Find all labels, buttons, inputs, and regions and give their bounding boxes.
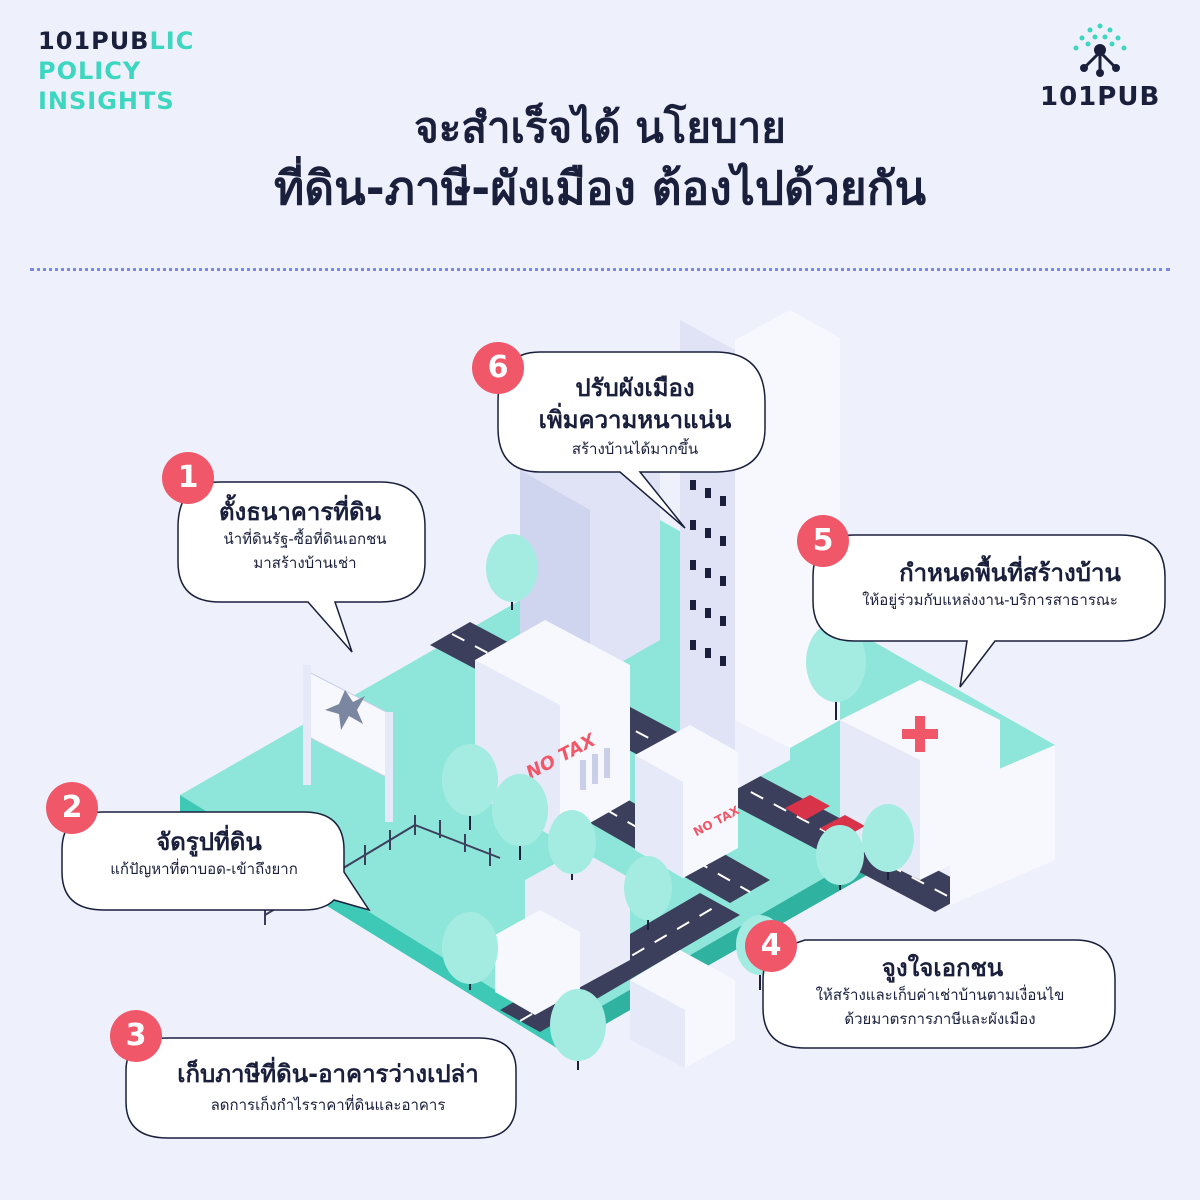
step-description-2: ด้วยมาตรการภาษีและผังเมือง [844,1010,1036,1028]
step-description-1: แก้ปัญหาที่ตาบอด-เข้าถึงยาก [110,860,298,878]
brand-logo: 101PUBLIC POLICY INSIGHTS [38,26,194,116]
page-title: จะสำเร็จได้ นโยบาย ที่ดิน-ภาษี-ผังเมือง … [0,100,1200,220]
garuda-emblem-icon [325,690,365,730]
tree [862,804,914,880]
publisher-logo: 101PUB [1040,22,1160,112]
step-number-badge: 2 [46,782,98,834]
step-heading: จัดรูปที่ดิน [156,828,262,856]
cross-icon-h [902,729,938,739]
step-description-1: ให้อยู่ร่วมกับแหล่งงาน-บริการสาธารณะ [862,591,1118,609]
step-description-1: ลดการเก็งกำไรราคาที่ดินและอาคาร [210,1096,446,1114]
tree [442,912,498,990]
speech-bubble-shape [61,811,371,912]
tree [816,825,864,890]
tree [550,989,606,1070]
tree [624,856,672,930]
step-4-bubble: 4 จูงใจเอกชน ให้สร้างและเก็บค่าเช่าบ้านต… [745,920,1120,1055]
step-heading-line-2: เพิ่มความหนาแน่น [538,406,732,434]
step-number-badge: 1 [162,452,214,504]
step-heading: ปรับผังเมือง [575,374,695,402]
tree [492,774,548,860]
city-illustration: NO TAX NO TAX [180,290,1055,1070]
step-heading: ตั้งธนาคารที่ดิน [218,498,382,526]
step-number-badge: 6 [472,342,524,394]
tree [548,810,596,880]
step-heading: จูงใจเอกชน [881,954,1004,982]
title-line-1: จะสำเร็จได้ นโยบาย [414,103,786,152]
step-5-bubble: 5 กำหนดพื้นที่สร้างบ้าน ให้อยู่ร่วมกับแห… [795,515,1175,695]
tree [486,534,538,610]
dotted-divider [30,268,1170,271]
brand-line-3: INSIGHTS [38,87,175,115]
billboard-sign [303,665,393,822]
brand-line-2: POLICY [38,57,142,85]
step-3-bubble: 3 เก็บภาษีที่ดิน-อาคารว่างเปล่า ลดการเก็… [108,1010,528,1145]
lower-buildings [495,850,735,1068]
step-description-1: ให้สร้างและเก็บค่าเช่าบ้านตามเงื่อนไข [815,986,1065,1004]
step-description-2: มาสร้างบ้านเช่า [253,554,357,572]
step-heading: กำหนดพื้นที่สร้างบ้าน [899,559,1121,587]
step-heading: เก็บภาษีที่ดิน-อาคารว่างเปล่า [177,1060,479,1088]
step-number-badge: 4 [745,920,797,972]
no-tax-building-small: NO TAX [635,725,743,878]
step-number-badge: 3 [110,1010,162,1062]
tree [806,622,866,720]
step-description-1: นำที่ดินรัฐ-ซื้อที่ดินเอกชน [223,530,387,548]
tree [442,744,498,830]
publisher-logo-text: 101PUB [1040,82,1161,112]
step-number-badge: 5 [797,515,849,567]
brand-line-1: 101PUBLIC [38,27,195,55]
title-line-2: ที่ดิน-ภาษี-ผังเมือง ต้องไปด้วยกัน [273,161,927,215]
network-icon [1073,23,1127,77]
step-1-bubble: 1 ตั้งธนาคารที่ดิน นำที่ดินรัฐ-ซื้อที่ดิ… [160,452,440,662]
step-description-1: สร้างบ้านได้มากขึ้น [571,440,699,458]
step-2-bubble: 2 จัดรูปที่ดิน แก้ปัญหาที่ตาบอด-เข้าถึงย… [44,782,374,932]
speech-bubble-shape [177,481,426,653]
step-6-bubble: 6 ปรับผังเมือง เพิ่มความหนาแน่น สร้างบ้า… [470,340,770,540]
